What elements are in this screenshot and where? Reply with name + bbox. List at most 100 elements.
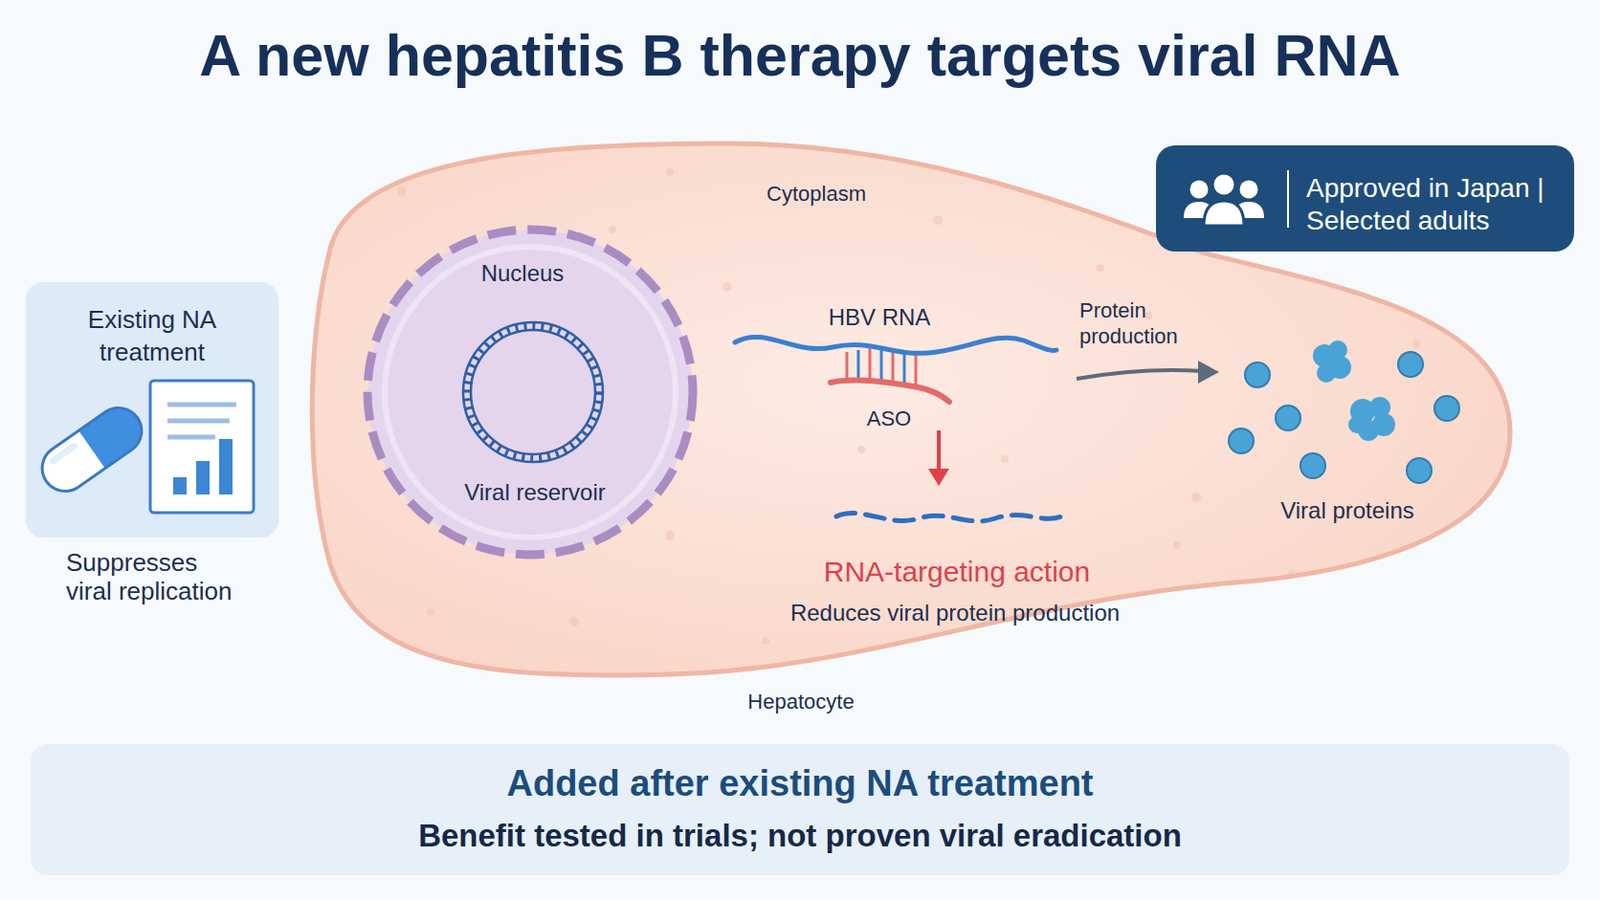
person-body <box>1203 200 1245 226</box>
pill-outline <box>33 399 152 501</box>
speckle <box>1288 570 1296 578</box>
base-pair <box>903 353 907 385</box>
text-line <box>167 419 230 424</box>
protein-cluster <box>1348 397 1396 442</box>
pill-body <box>33 399 152 501</box>
text-line <box>167 435 216 441</box>
speckle <box>1412 340 1421 349</box>
speckle <box>1449 397 1460 407</box>
protein-particle <box>1406 458 1432 484</box>
protein-particle <box>1434 396 1460 422</box>
node-text: Viral reservoir <box>439 478 631 507</box>
node-heading: Approved in Japan | Selected adults <box>1306 172 1570 238</box>
protein-particle <box>1244 362 1270 388</box>
speckle <box>569 617 579 627</box>
viral-proteins <box>1228 340 1460 484</box>
pill-half <box>78 399 151 469</box>
annotation-label: HBV RNA <box>783 303 976 332</box>
base-pair <box>914 354 918 387</box>
node-text: Benefit tested in trials; not proven vir… <box>30 817 1570 856</box>
rna-binding <box>734 336 1062 521</box>
nucleus-inner <box>384 246 676 538</box>
base-pair <box>845 352 849 379</box>
cluster-part <box>1350 399 1376 424</box>
speckle <box>933 215 943 225</box>
node-heading: Nucleus <box>426 259 619 288</box>
speckle <box>761 637 770 645</box>
node-heading: Added after existing NA treatment <box>30 761 1570 806</box>
down-arrow-head <box>928 468 950 487</box>
cluster-part <box>1357 420 1379 442</box>
base-pairs <box>846 348 916 387</box>
ring-inner <box>470 330 596 455</box>
approval-badge: Approved in Japan | Selected adults <box>1155 145 1575 252</box>
pill-shine <box>47 442 79 467</box>
speckle <box>857 445 866 454</box>
treatment-box: Existing NA treatmentSuppresses viral re… <box>25 282 279 538</box>
speckle <box>1191 492 1201 503</box>
node-text: Suppresses viral replication <box>66 548 244 606</box>
cluster-part <box>1348 416 1366 434</box>
person-body <box>1183 201 1215 219</box>
degraded-rna <box>836 513 1062 522</box>
annotation-label: ASO <box>841 406 937 432</box>
protein-particle <box>1300 453 1326 479</box>
protein-cluster <box>1312 340 1352 383</box>
protein-particle <box>1275 405 1301 431</box>
pill-icon <box>33 399 152 501</box>
ring-outer <box>463 322 603 463</box>
speckle <box>1173 541 1181 550</box>
chart-bar <box>196 461 210 495</box>
aso-strand <box>830 379 950 402</box>
person-head <box>1190 180 1209 200</box>
person-head <box>1240 180 1259 200</box>
annotation-label: Protein production <box>1079 297 1204 350</box>
annotation-label: RNA-targeting action <box>727 555 1187 590</box>
people-icon <box>1183 173 1265 226</box>
node-heading: Cytoplasm <box>720 181 912 207</box>
arrow-head <box>1198 360 1220 384</box>
chart-bar <box>173 477 187 495</box>
base-pair <box>868 348 872 381</box>
speckle <box>1096 264 1105 272</box>
annotation-label: Reduces viral protein production <box>667 599 1243 627</box>
summary-band: Added after existing NA treatmentBenefit… <box>30 744 1570 876</box>
base-pair <box>857 350 861 380</box>
cluster-part <box>1328 355 1352 379</box>
speckle <box>397 186 407 197</box>
protein-particle <box>1228 428 1254 454</box>
cccdna-ring <box>463 322 603 463</box>
person-body <box>1233 201 1265 219</box>
speckle <box>666 168 674 177</box>
title: A new hepatitis B therapy targets viral … <box>0 21 1600 90</box>
text-line <box>167 402 237 408</box>
chart-document <box>150 380 254 513</box>
ring-beads <box>466 326 600 459</box>
speckle <box>665 531 675 541</box>
speckle <box>608 225 617 234</box>
chart-bar <box>219 439 233 495</box>
cell-speckles <box>397 168 1460 645</box>
node-text: Hepatocyte <box>705 689 897 715</box>
speckle <box>722 282 733 292</box>
nucleus-fill <box>367 229 693 556</box>
arrow-shaft <box>1076 370 1202 379</box>
nucleus-circle: NucleusViral reservoir <box>361 223 699 561</box>
cluster-part <box>1312 344 1336 368</box>
base-pair <box>891 351 895 383</box>
person-head <box>1212 173 1236 197</box>
badge-separator <box>1287 170 1289 228</box>
down-arrow-shaft <box>936 430 941 471</box>
speckle <box>1000 455 1009 464</box>
cluster-part <box>1328 340 1348 360</box>
annotation-label: Viral proteins <box>1251 496 1444 525</box>
cluster-part <box>1316 363 1336 383</box>
protein-particle <box>1398 352 1423 378</box>
cluster-part <box>1372 413 1396 437</box>
production-arrow <box>1076 360 1220 384</box>
node-heading: Existing NA treatment <box>56 303 248 369</box>
hbv-rna-strand <box>734 336 1057 354</box>
speckle <box>426 608 435 617</box>
base-pair <box>880 349 884 382</box>
